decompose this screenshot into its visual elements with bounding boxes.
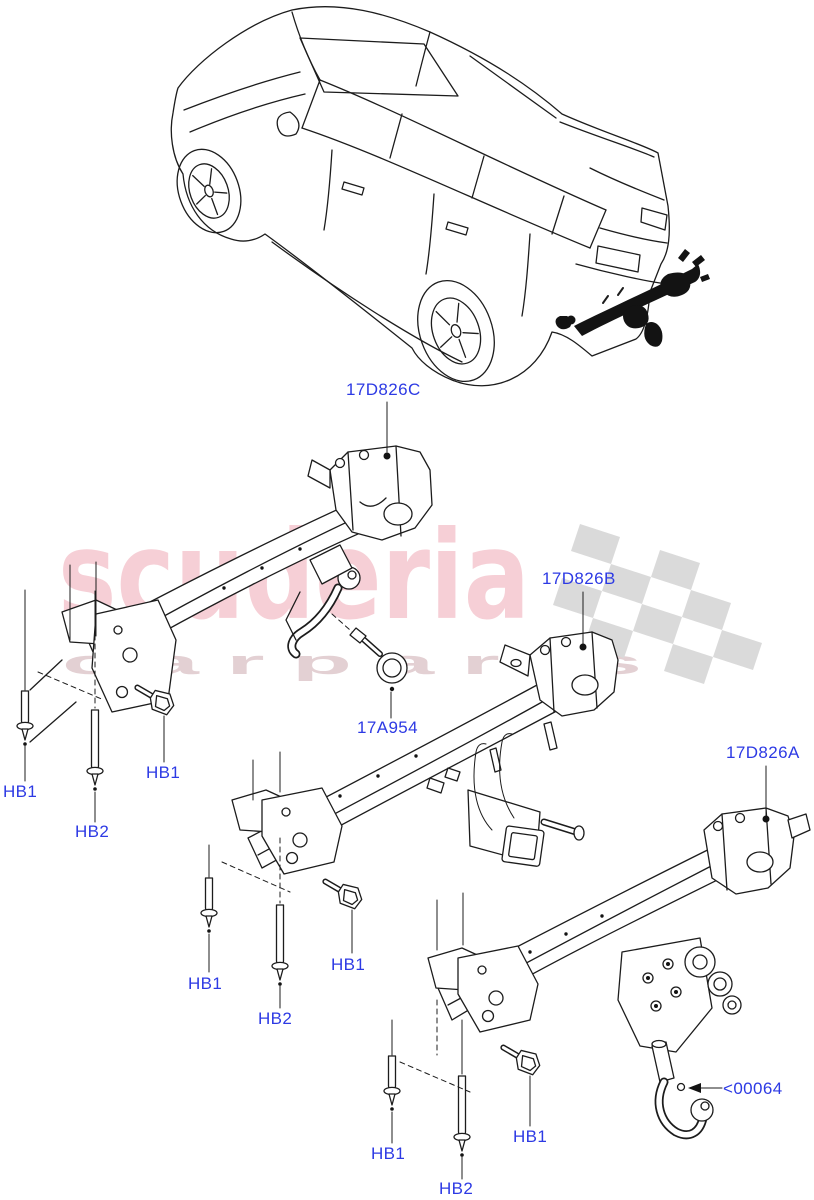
towbar-highlight-on-vehicle	[555, 249, 710, 347]
bolt-hb1-a	[383, 1019, 401, 1144]
bolt-hb1-c	[16, 589, 34, 782]
bolt-hb2-a	[453, 1019, 471, 1180]
bolt-hb2-b	[271, 837, 289, 1009]
part-label-hb2-a[interactable]: HB2	[439, 1179, 474, 1198]
bolt-hb1-b	[200, 844, 218, 973]
suv-rear-three-quarter-illustration	[170, 6, 710, 387]
detachable-head	[617, 937, 742, 1083]
part-label-towbar-c[interactable]: 17D826C	[346, 380, 421, 399]
towing-eye-part	[349, 627, 408, 692]
bolt-hb1-a2	[501, 1048, 541, 1127]
part-label-towbar-a[interactable]: 17D826A	[726, 743, 800, 762]
part-label-towbar-b[interactable]: 17D826B	[542, 569, 616, 588]
bolt-hb1-b2	[323, 882, 363, 954]
part-label-towing-eye[interactable]: 17A954	[357, 718, 419, 737]
detachable-towball-part	[654, 1077, 714, 1140]
part-label-hb2-b[interactable]: HB2	[258, 1009, 293, 1028]
part-label-hb1-b-right[interactable]: HB1	[331, 955, 366, 974]
bolt-hb1-c2	[135, 688, 175, 763]
towbar-assembly-c	[16, 401, 433, 823]
rear-wheel	[417, 279, 495, 383]
part-label-hb1-b-left[interactable]: HB1	[188, 974, 223, 993]
part-label-hb1-c-right[interactable]: HB1	[146, 763, 181, 782]
part-label-towball[interactable]: <00064	[723, 1079, 783, 1098]
front-wheel	[176, 148, 242, 234]
receiver-hitch	[426, 733, 585, 867]
towbar-assembly-a	[383, 765, 811, 1180]
part-label-hb1-a-left[interactable]: HB1	[371, 1144, 406, 1163]
part-label-hb1-c-left[interactable]: HB1	[3, 782, 38, 801]
towbar-assembly-b	[200, 591, 619, 1009]
part-label-hb1-a-right[interactable]: HB1	[513, 1127, 548, 1146]
bolt-hb2-c	[86, 590, 104, 823]
part-label-hb2-c[interactable]: HB2	[75, 822, 110, 841]
